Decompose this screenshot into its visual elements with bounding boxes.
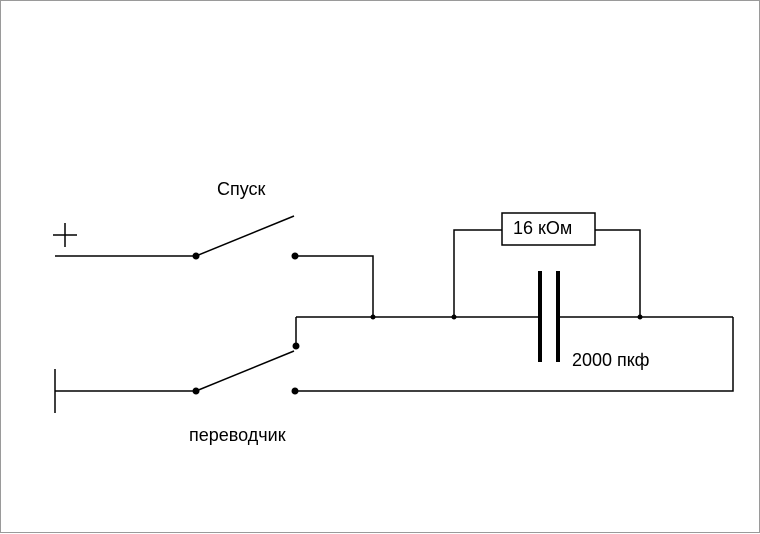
- selector-label: переводчик: [189, 425, 286, 445]
- selector-switch: [192, 317, 300, 395]
- junction-node: [370, 314, 376, 320]
- trigger-output-wire: [295, 255, 374, 317]
- capacitor: [538, 271, 560, 362]
- return-wire: [295, 317, 734, 392]
- plus-terminal-icon: [53, 223, 77, 247]
- resistor-branch-left: [453, 229, 502, 317]
- selector-upper-contact: [292, 342, 300, 350]
- selector-blade: [195, 350, 295, 392]
- switch-blade: [195, 215, 295, 257]
- selector-lower-contact: [291, 387, 299, 395]
- capacitor-label: 2000 пкф: [572, 350, 650, 370]
- resistor-branch-right: [595, 229, 641, 317]
- trigger-label: Спуск: [217, 179, 266, 199]
- resistor: [501, 212, 596, 246]
- trigger-switch: [192, 215, 299, 260]
- resistor-label: 16 кОм: [513, 218, 573, 238]
